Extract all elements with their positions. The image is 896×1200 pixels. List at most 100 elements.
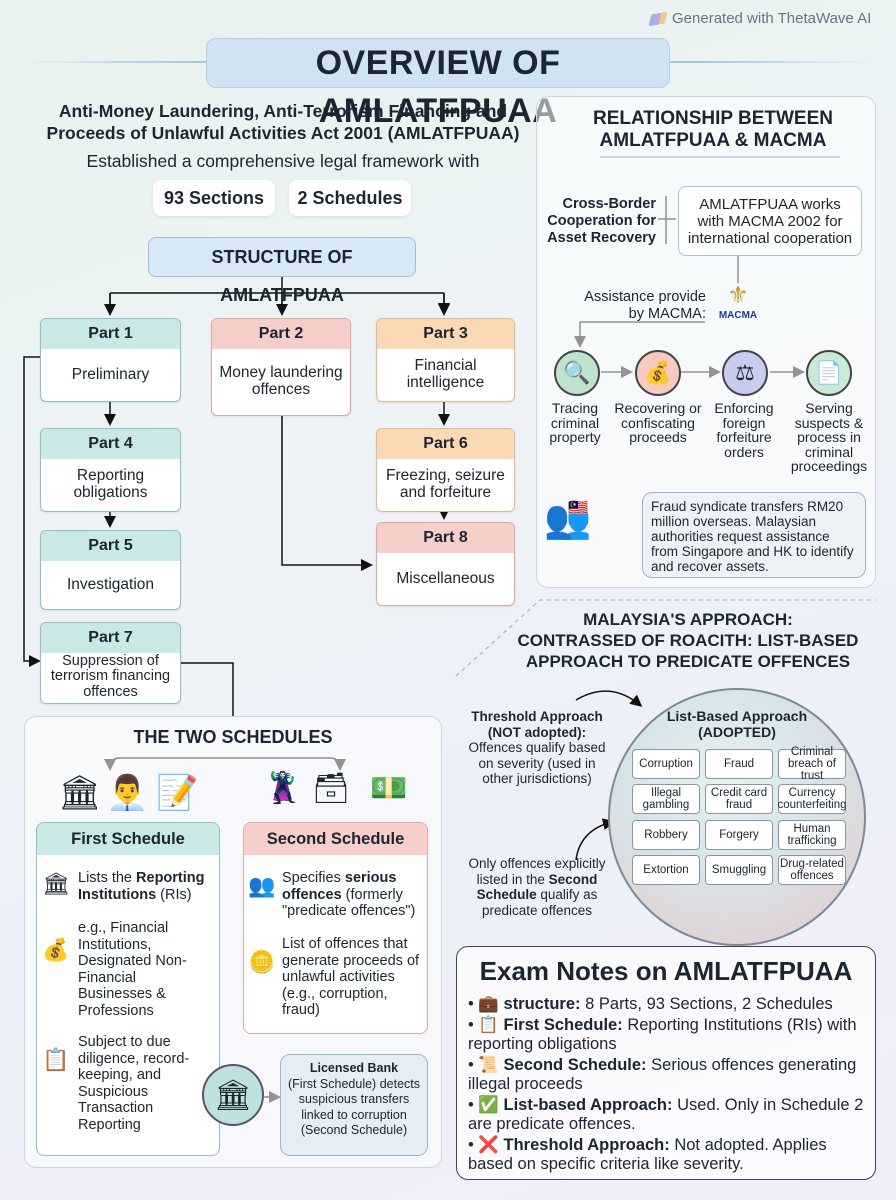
part-desc: Financial intelligence [406,357,485,391]
part-6-card: Part 6 Freezing, seizure and forfeiture [376,428,515,512]
licensed-bank-icon: 🏛 [202,1064,264,1126]
part-desc: Preliminary [71,365,150,383]
offence-tag: Illegal gambling [632,784,700,814]
part-label: Part 4 [41,429,180,459]
only-listed-note: Only offences explicitly listed in the S… [468,856,606,918]
step-label: Recovering or confiscating proceeds [614,400,702,445]
document-check-icon: 📄 [806,350,852,396]
offence-tag: Extortion [632,855,700,885]
offence-tag: Currency counterfeiting [777,784,847,814]
offence-tag: Fraud [705,749,773,779]
part-desc: Suppression of terrorism financing offen… [50,652,171,700]
part-label: Part 6 [377,429,514,459]
part-desc: Freezing, seizure and forfeiture [386,467,505,501]
exam-note: • ❌ Threshold Approach: Not adopted. App… [468,1136,827,1173]
list-based-circle [608,688,866,946]
first-schedule-item-2: e.g., Financial Institutions, Designated… [78,920,187,1019]
exam-note: • 📜 Second Schedule: Serious offences ge… [468,1056,857,1093]
money-bag-icon: 💰 [635,350,681,396]
officers-meeting-icon: 👥 [544,499,592,541]
exam-notes-card [456,946,876,1180]
part-3-card: Part 3 Financial intelligence [376,318,515,402]
second-schedule-item-1: Specifies serious offences (formerly "pr… [282,870,416,919]
offence-tag: Credit card fraud [705,784,773,814]
macma-crest-icon: ⚜ MACMA [718,282,758,321]
sections-pill: 93 Sections [153,180,275,216]
act-name: Anti-Money Laundering, Anti-Terrorism Fi… [46,101,520,143]
assistance-label: Assistance provide by MACMA: [584,289,706,322]
established-text: Established a comprehensive legal framew… [86,151,480,171]
relationship-divider [600,156,840,158]
banker-icon: 👨‍💼 [106,774,149,812]
offence-tag: Robbery [632,820,700,850]
part-2-card: Part 2 Money laundering offences [211,318,351,416]
threshold-approach: Threshold Approach (NOT adopted): Offenc… [468,709,606,786]
part-7-card: Part 7 Suppression of terrorism financin… [40,622,181,704]
approach-title: MALAYSIA'S APPROACH: CONTRASSED OF ROACI… [517,610,859,671]
offence-tag: Human trafficking [778,820,846,850]
people-network-icon: 👥 [248,873,276,898]
first-schedule-title: First Schedule [37,823,219,855]
list-based-title: List-Based Approach (ADOPTED) [666,708,808,740]
flags-icon: 🇲🇾 [568,500,588,517]
first-schedule-item-3: Subject to due diligence, record-keeping… [78,1034,190,1133]
macma-cooperation-box: AMLATFPUAA works with MACMA 2002 for int… [678,186,862,256]
part-4-card: Part 4 Reporting obligations [40,428,181,512]
structure-title: STRUCTURE OF AMLATFPUAA [148,237,416,305]
part-label: Part 7 [41,623,180,653]
bank-icon: 🏛 [42,871,70,896]
contraband-icon: 🗃 [312,772,351,805]
cross-border-label: Cross-Border Cooperation for Asset Recov… [547,196,656,246]
exam-note: • ✅ List-based Approach: Used. Only in S… [468,1096,864,1133]
brand-credit: Generated with ThetaWave AI [648,10,871,27]
part-desc: Reporting obligations [73,467,148,501]
part-desc: Investigation [66,575,155,593]
cross-mark-icon: ❌ [478,1136,499,1154]
thief-icon: 🦹 [264,772,302,805]
part-label: Part 5 [41,531,180,561]
hand-money-icon: 💵 [370,772,408,805]
step-label: Tracing criminal property [549,400,601,445]
offence-tag: Criminal breach of trust [778,746,846,782]
relationship-title: RELATIONSHIP BETWEEN AMLATFPUAA & MACMA [593,108,833,151]
part-label: Part 3 [377,319,514,349]
magnifier-icon: 🔍 [554,350,600,396]
second-schedule-title: Second Schedule [244,823,427,855]
schedules-pill: 2 Schedules [289,180,411,216]
example-bubble: Fraud syndicate transfers RM20 million o… [642,492,866,578]
scales-icon: ⚖ [722,350,768,396]
step-label: Serving suspects & process in criminal p… [790,400,868,474]
part-label: Part 8 [377,523,514,553]
bank-building-icon: 🏛 [58,774,102,812]
exam-notes-title: Exam Notes on AMLATFPUAA [479,956,853,986]
page-title: OVERVIEW OF AMLATFPUAA [206,38,670,130]
licensed-bank-box: Licensed Bank (First Schedule) detects s… [280,1054,428,1156]
thetawave-logo-icon [648,11,668,26]
part-8-card: Part 8 Miscellaneous [376,522,515,606]
checklist-icon: 📋 [42,1047,70,1072]
briefcase-icon: 💼 [478,995,499,1013]
part-desc: Miscellaneous [396,569,495,587]
first-schedule-item-1: Lists the Reporting Institutions (RIs) [78,870,205,903]
part-label: Part 1 [41,319,180,349]
form-document-icon: 📝 [156,774,199,812]
part-desc: Money laundering offences [219,364,343,398]
hand-coin-icon: 🪙 [248,949,276,974]
offence-tag: Drug-related offences [778,855,846,885]
offence-tag: Forgery [705,820,773,850]
part-label: Part 2 [212,319,350,349]
part-5-card: Part 5 Investigation [40,530,181,610]
offence-tag: Smuggling [705,855,773,885]
exam-note: • 💼 structure: 8 Parts, 93 Sections, 2 S… [468,995,833,1013]
check-mark-icon: ✅ [478,1096,499,1114]
step-label: Enforcing foreign forfeiture orders [714,400,774,460]
scroll-icon: 📜 [478,1056,499,1074]
coins-icon: 💰 [42,937,70,962]
first-schedule-card: First Schedule [36,822,220,1156]
schedules-title: THE TWO SCHEDULES [133,727,333,747]
offence-tag: Corruption [632,749,700,779]
clipboard-icon: 📋 [478,1016,499,1034]
second-schedule-item-2: List of offences that generate proceeds … [282,936,420,1018]
second-schedule-card: Second Schedule [243,822,428,1034]
exam-note: • 📋 First Schedule: Reporting Institutio… [468,1016,857,1053]
